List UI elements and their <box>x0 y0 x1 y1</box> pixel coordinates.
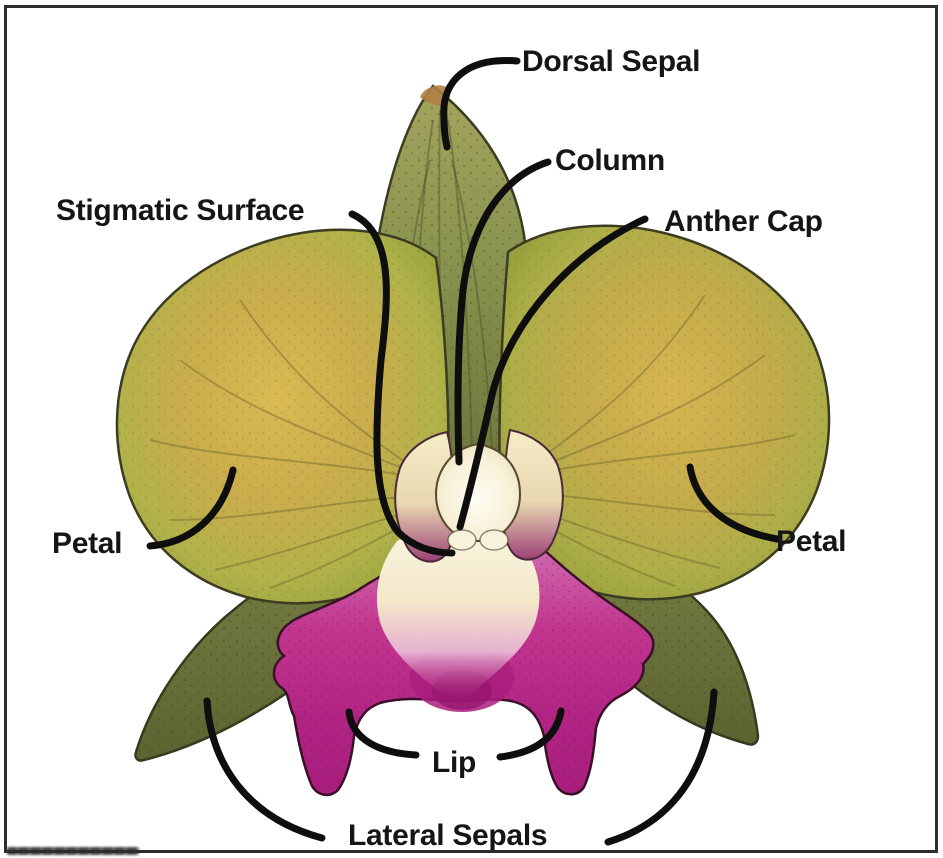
leader-column <box>454 158 552 466</box>
leader-petal-right <box>686 463 781 543</box>
leader-lip-right <box>496 707 565 761</box>
label-column: Column <box>555 144 665 177</box>
leader-stigmatic-surface <box>348 210 456 557</box>
petal-right-shape <box>498 224 831 601</box>
label-petal-left: Petal <box>52 527 123 560</box>
label-anther-cap: Anther Cap <box>664 205 823 238</box>
label-dorsal-sepal: Dorsal Sepal <box>522 45 701 78</box>
petal-left-shape <box>115 228 450 605</box>
label-petal-right: Petal <box>776 525 847 558</box>
label-lateral-sepals: Lateral Sepals <box>348 819 548 852</box>
leader-dorsal-sepal <box>440 57 521 151</box>
anther-cap-shape <box>479 529 509 551</box>
label-lip: Lip <box>432 746 477 779</box>
anther-cap-shape <box>447 529 477 551</box>
leader-anther-cap <box>456 215 649 531</box>
leader-petal-left <box>146 466 237 550</box>
label-stigmatic-surface: Stigmatic Surface <box>56 194 305 227</box>
leader-lateral-sepals-right <box>604 688 718 846</box>
lip-shape <box>272 532 655 797</box>
lip-throat <box>376 532 540 698</box>
watermark-smudge <box>7 847 139 855</box>
leader-lip-left <box>345 708 420 759</box>
column-shape <box>434 443 522 551</box>
leader-lateral-sepals-left <box>203 697 326 842</box>
